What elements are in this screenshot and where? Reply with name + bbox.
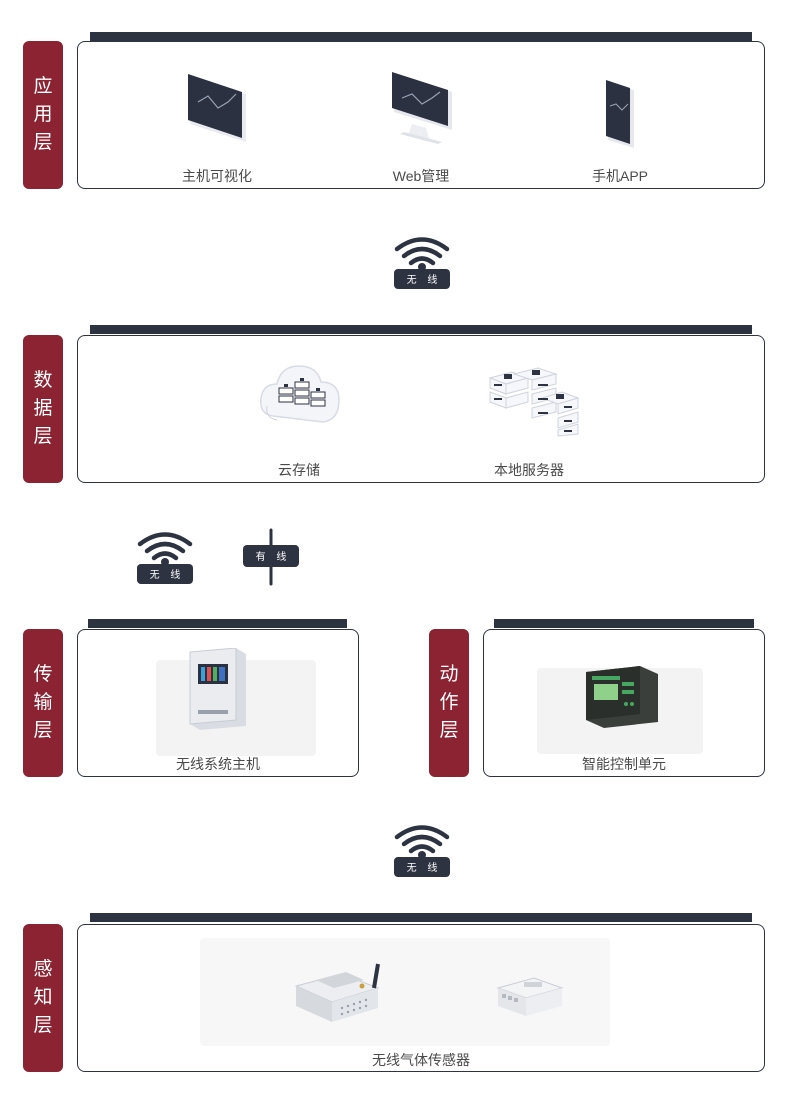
caption-mobile-app: 手机APP [591, 168, 649, 184]
caption-smart-control-unit: 智能控制单元 [582, 756, 666, 772]
panel-header-bar [90, 325, 752, 334]
local-server-icon [488, 367, 580, 437]
wired-label: 有 线 [256, 550, 291, 563]
wireless-connector-icon: 无 线 [137, 532, 193, 584]
tag-char: 作 [439, 692, 459, 713]
tag-char: 知 [33, 987, 53, 1008]
caption-local-server: 本地服务器 [494, 462, 564, 478]
wireless-host-cabinet-icon [189, 648, 246, 730]
layer-tag-transport: 传 输 层 [23, 629, 63, 777]
monitor-icon [188, 74, 246, 142]
wireless-label: 无 线 [407, 273, 442, 286]
layer-tag-data: 数 据 层 [23, 335, 63, 483]
tag-char: 感 [33, 959, 53, 980]
panel-header-bar [494, 619, 754, 628]
caption-cloud-storage: 云存储 [278, 462, 320, 478]
wireless-connector-icon: 无 线 [394, 237, 450, 289]
data-layer-panel [77, 335, 765, 483]
caption-wireless-gas-sensor: 无线气体传感器 [372, 1052, 470, 1068]
wireless-connector-icon: 无 线 [394, 825, 450, 877]
phone-icon [606, 80, 634, 148]
panel-header-bar [90, 913, 752, 922]
wireless-label: 无 线 [150, 568, 185, 581]
caption-host-visualization: 主机可视化 [182, 168, 252, 184]
tag-char: 应 [33, 76, 53, 97]
panel-header-bar [88, 619, 347, 628]
desktop-monitor-icon [392, 72, 452, 144]
tag-char: 动 [439, 664, 459, 685]
smart-control-unit-icon [586, 666, 658, 728]
tag-char: 数 [33, 370, 53, 391]
layer-tag-application: 应 用 层 [23, 41, 63, 189]
tag-char: 传 [33, 664, 53, 685]
tag-char: 层 [33, 132, 53, 153]
tag-char: 层 [33, 426, 53, 447]
layer-tag-perception: 感 知 层 [23, 924, 63, 1072]
tag-char: 层 [439, 720, 459, 741]
tag-char: 层 [33, 720, 53, 741]
gas-sensor-module-icon [496, 977, 564, 1016]
wireless-label: 无 线 [407, 861, 442, 874]
caption-wireless-host: 无线系统主机 [176, 756, 260, 772]
caption-web-management: Web管理 [392, 168, 450, 184]
layer-tag-action: 动 作 层 [429, 629, 469, 777]
panel-header-bar [90, 32, 752, 41]
wired-connector-icon: 有 线 [243, 528, 299, 586]
tag-char: 据 [33, 398, 53, 419]
tag-char: 输 [33, 692, 53, 713]
cloud-storage-icon [260, 365, 340, 423]
tag-char: 用 [33, 104, 53, 125]
tag-char: 层 [33, 1015, 53, 1036]
gas-sensor-housing-icon [294, 963, 380, 1022]
